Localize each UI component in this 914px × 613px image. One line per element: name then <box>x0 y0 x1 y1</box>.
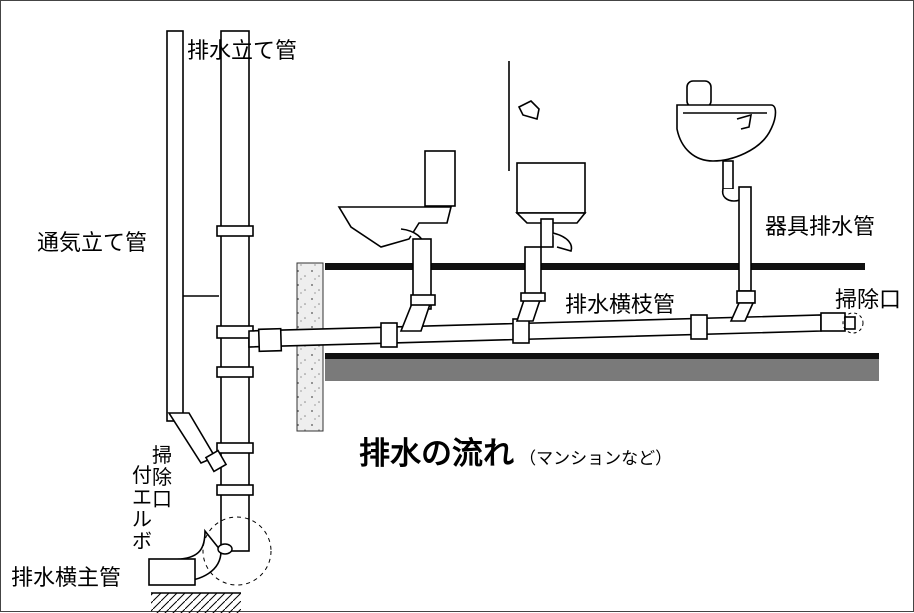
label-cleanout-elbow-col1: 掃除口 <box>152 443 172 511</box>
building-drain <box>148 528 222 586</box>
concrete-wall <box>296 262 324 432</box>
ground-hatch <box>151 593 241 613</box>
toilet-fixture <box>337 150 456 332</box>
wall-toilet-fixture <box>508 61 587 322</box>
diagram-subtitle: （マンションなど） <box>519 449 673 469</box>
label-building-drain: 排水横主管 <box>11 566 122 591</box>
label-fixture-drain: 器具排水管 <box>765 215 876 240</box>
label-drain-stack: 排水立て管 <box>187 39 298 64</box>
label-vent-stack: 通気立て管 <box>37 231 148 256</box>
diagram-title: 排水の流れ <box>359 436 514 472</box>
washbasin-fixture <box>676 80 777 322</box>
label-cleanout-elbow-col2: 付エルボ <box>132 463 152 553</box>
diagram-title-block: 排水の流れ （マンションなど） <box>359 439 672 470</box>
cleanout-cap <box>842 312 864 334</box>
branch-drain <box>248 312 856 353</box>
label-cleanout: 掃除口 <box>835 288 902 313</box>
label-branch-drain: 排水横枝管 <box>565 293 676 318</box>
vent-stack <box>166 30 219 465</box>
drain-stack <box>204 30 254 552</box>
lower-floor-slab <box>325 359 879 381</box>
cleanout-elbow-marker <box>202 516 272 586</box>
upper-floor-slab <box>325 263 865 270</box>
